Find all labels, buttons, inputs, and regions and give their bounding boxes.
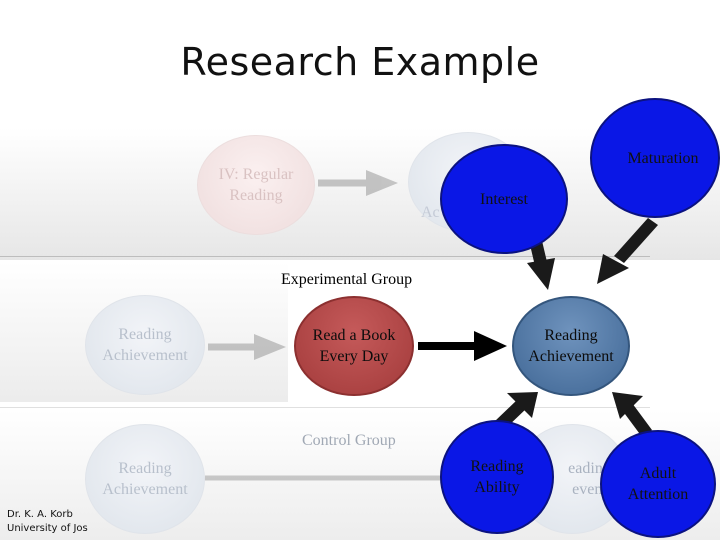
- node-iv-regular-reading-label: IV: Regular Reading: [218, 166, 294, 204]
- divider-bottom: [0, 407, 650, 408]
- node-achievement-ghost-top-label: Ac: [421, 203, 440, 221]
- node-iv-regular-reading: IV: Regular Reading: [197, 135, 315, 235]
- node-maturation: Maturation: [590, 98, 720, 218]
- control-group-label: Control Group: [302, 432, 396, 449]
- node-reading-achievement-exp: Reading Achievement: [512, 296, 630, 396]
- arrow-maturation-to-achievement: [597, 218, 658, 284]
- node-reading-ability-label: Reading Ability: [470, 458, 524, 496]
- author-name: Dr. K. A. Korb: [7, 509, 73, 520]
- arrow-exp-left-faded: [208, 334, 286, 360]
- author-affiliation: University of Jos: [7, 523, 88, 534]
- node-reading-achievement-exp-label: Reading Achievement: [528, 327, 614, 365]
- author-credit: Dr. K. A. Korb University of Jos: [7, 508, 88, 536]
- node-adult-attention-label: Adult Attention: [627, 465, 689, 503]
- node-reading-achievement-exp-ghost: Reading Achievement: [85, 295, 205, 395]
- node-adult-attention: Adult Attention: [600, 430, 716, 538]
- arrow-attention-to-achievement: [612, 392, 652, 437]
- arrow-iv-to-dv: [418, 331, 507, 361]
- arrow-iv-to-dv-faded: [318, 170, 398, 196]
- node-reading-achievement-ctrl-ghost: Reading Achievement: [85, 424, 205, 534]
- node-reading-achievement-ctrl-ghost-label: Reading Achievement: [102, 460, 188, 498]
- node-read-a-book-label: Read a Book Every Day: [312, 327, 396, 365]
- node-read-a-book: Read a Book Every Day: [294, 296, 414, 396]
- experimental-group-label: Experimental Group: [281, 271, 413, 288]
- node-interest: Interest: [440, 144, 568, 254]
- node-reading-ability: Reading Ability: [440, 420, 554, 534]
- divider-top: [0, 256, 650, 257]
- node-maturation-label: Maturation: [627, 150, 699, 167]
- node-interest-label: Interest: [480, 190, 528, 208]
- node-reading-achievement-exp-ghost-label: Reading Achievement: [102, 326, 188, 364]
- slide-title: Research Example: [180, 40, 540, 84]
